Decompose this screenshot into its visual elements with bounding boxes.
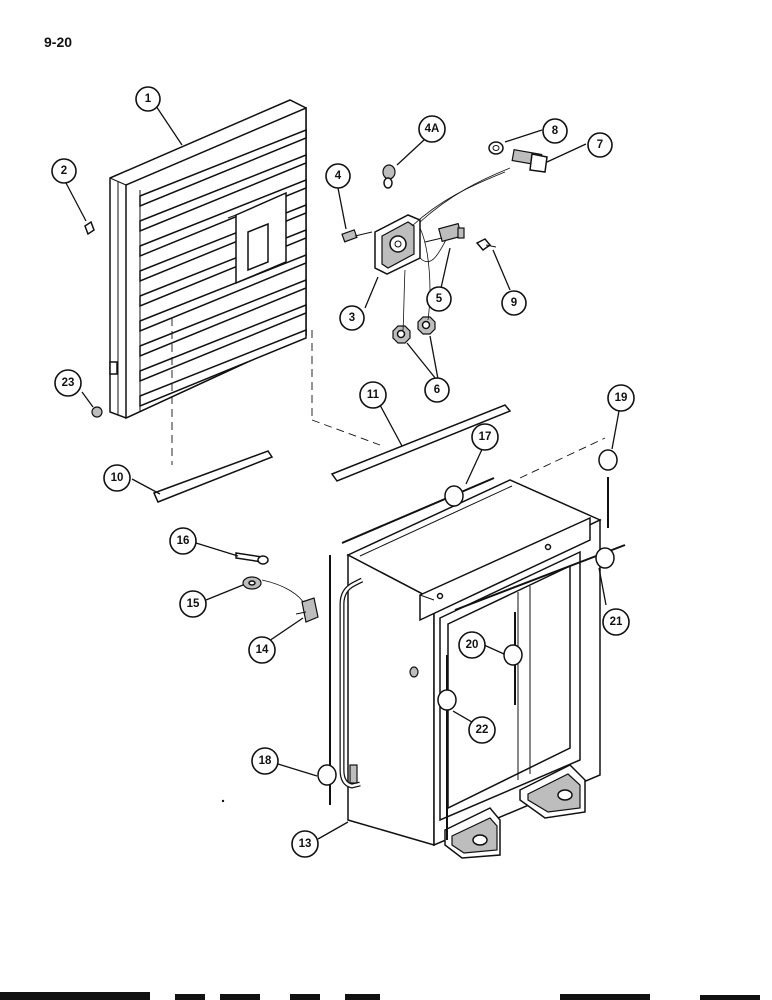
- catch-parts: [235, 552, 319, 623]
- louver-slat: [139, 153, 307, 233]
- callout-23: 23: [54, 369, 82, 397]
- louver-slat: [139, 278, 307, 358]
- louvered-grille-panel: [109, 99, 307, 420]
- svg-text:15: 15: [187, 598, 200, 610]
- louver-slat: [139, 128, 307, 208]
- callout-15: 15: [179, 590, 207, 618]
- callout-13: 13: [291, 830, 319, 858]
- seal-strip-short: [152, 450, 274, 503]
- svg-text:17: 17: [479, 431, 492, 443]
- louver-slat: [139, 303, 307, 383]
- svg-text:19: 19: [615, 392, 628, 404]
- svg-text:9: 9: [511, 297, 517, 309]
- svg-text:22: 22: [476, 724, 489, 736]
- svg-text:4: 4: [335, 170, 342, 182]
- svg-text:21: 21: [610, 616, 623, 628]
- svg-text:16: 16: [177, 535, 190, 547]
- callout-11: 11: [359, 381, 387, 409]
- cropped-footer-text: [0, 992, 760, 1000]
- callout-19: 19: [607, 384, 635, 412]
- callout-4a: 4A: [418, 115, 446, 143]
- page-number: 9-20: [44, 34, 73, 50]
- svg-text:8: 8: [552, 125, 559, 137]
- svg-text:7: 7: [597, 139, 603, 151]
- callout-14: 14: [248, 636, 276, 664]
- callout-2: 2: [51, 158, 77, 184]
- svg-text:6: 6: [434, 384, 440, 396]
- callout-22: 22: [468, 716, 496, 744]
- svg-text:11: 11: [367, 389, 380, 401]
- svg-text:10: 10: [111, 472, 124, 484]
- callout-8: 8: [542, 118, 568, 144]
- svg-text:1: 1: [145, 93, 152, 105]
- callout-1: 1: [135, 86, 161, 112]
- callout-21: 21: [602, 608, 630, 636]
- callout-17: 17: [471, 423, 499, 451]
- latch-assembly: [341, 141, 548, 344]
- svg-text:5: 5: [436, 293, 443, 305]
- knob-part: [91, 406, 103, 418]
- housing-frame: [339, 479, 602, 859]
- speck: [221, 799, 225, 803]
- callout-group: 1 2 3 4 4A 5 6 7 8 9 10 11 13 14 15 16 1…: [51, 86, 635, 858]
- svg-text:20: 20: [466, 639, 479, 651]
- callout-9: 9: [501, 290, 527, 316]
- svg-text:18: 18: [259, 755, 272, 767]
- svg-text:3: 3: [349, 312, 355, 324]
- leader-lines: [65, 105, 620, 840]
- callout-7: 7: [587, 132, 613, 158]
- seal-lines: [317, 449, 626, 840]
- louver-slat: [139, 328, 307, 408]
- callout-20: 20: [458, 631, 486, 659]
- callout-3: 3: [339, 305, 365, 331]
- svg-text:4A: 4A: [425, 123, 440, 135]
- seal-strip-long: [330, 404, 512, 482]
- callout-6: 6: [424, 377, 450, 403]
- svg-text:14: 14: [256, 644, 269, 656]
- callout-10: 10: [103, 464, 131, 492]
- callout-18: 18: [251, 747, 279, 775]
- callout-16: 16: [169, 527, 197, 555]
- callout-4: 4: [325, 163, 351, 189]
- svg-text:2: 2: [61, 165, 67, 177]
- svg-text:13: 13: [299, 838, 312, 850]
- alignment-lines: [171, 318, 606, 479]
- callout-5: 5: [426, 286, 452, 312]
- svg-text:23: 23: [62, 377, 75, 389]
- clip-part: [84, 220, 95, 236]
- louver-slat: [139, 178, 307, 258]
